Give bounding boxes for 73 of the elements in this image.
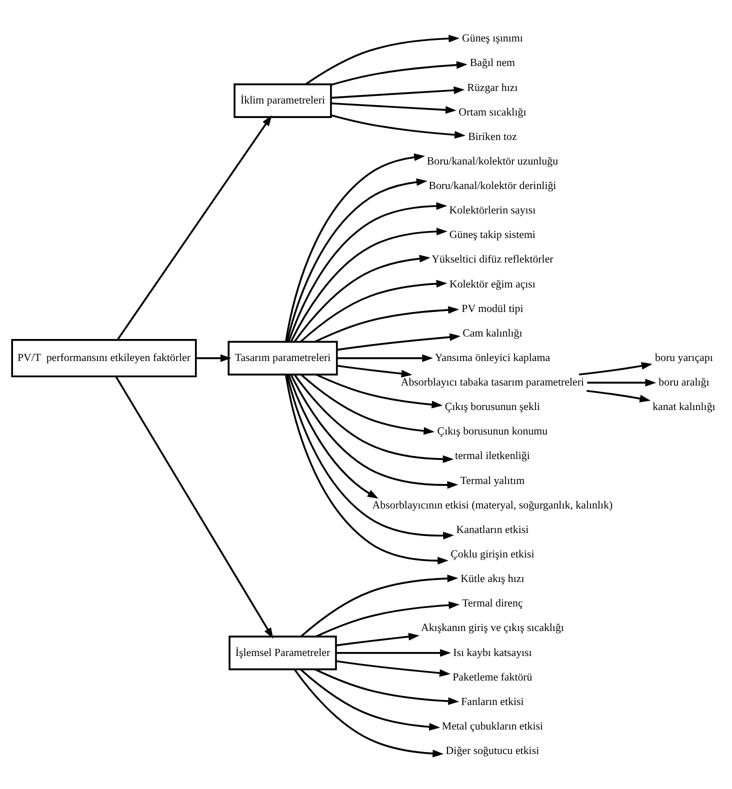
arrow (314, 306, 460, 342)
node-text: Absorblayıcı tabaka tasarım parametreleri (400, 376, 584, 388)
arrow (196, 354, 232, 362)
node-box: İklim parametreleri (234, 82, 332, 118)
arrow (286, 178, 428, 342)
arrow (290, 227, 448, 342)
node-text: PV modül tipi (462, 302, 524, 314)
node-text: Çıkış borusunun konumu (437, 425, 548, 438)
arrow (330, 114, 466, 138)
node-text: Kolektörlerin sayısı (449, 204, 536, 216)
node-text: Kütle akış hızı (460, 572, 524, 585)
arrow (331, 102, 456, 114)
arrow (578, 362, 652, 375)
arrow (586, 390, 651, 402)
node-text: Çıkış borusunun şekli (444, 400, 540, 413)
arrow (284, 152, 426, 342)
node-text: Çoklu girişin etkisi (450, 548, 534, 560)
node-text: Kolektör eğim açısı (449, 278, 536, 290)
arrow (336, 660, 450, 676)
arrow (116, 114, 272, 340)
arrow (336, 648, 451, 656)
node-box: Tasarım parametreleri (228, 340, 338, 375)
arrow (314, 668, 460, 704)
arrow (331, 86, 465, 98)
node-text: Boru/kanal/kolektör uzunluğu (426, 154, 558, 167)
node-text: Akışkanın giriş ve çıkış sıcaklığı (420, 622, 564, 634)
node-box: İşlemsel Parametreler (228, 635, 337, 670)
node-text: boru yarıçapı (655, 351, 713, 364)
arrow (294, 254, 430, 342)
arrow (300, 574, 458, 637)
node-text: Diğer soğutucu etkisi (446, 744, 540, 756)
node-text: Cam kalınlığı (462, 326, 522, 339)
node-text: Boru/kanal/kolektör derinliği (428, 180, 556, 192)
arrow (294, 374, 454, 462)
node-text: Bağıl nem (470, 56, 516, 69)
arrow (300, 668, 440, 730)
arrow (336, 332, 461, 350)
arrow (284, 374, 449, 564)
node-text: kanat kalınlığı (652, 400, 716, 413)
node-text: Güneş ışınımı (462, 32, 523, 44)
node-text: Metal çubukların etkisi (442, 720, 544, 732)
node-text: Isı kaybı katsayısı (453, 646, 532, 658)
node-text: Biriken toz (468, 130, 517, 142)
node-text: Rüzgar hızı (467, 81, 518, 94)
node-text: boru aralığı (658, 376, 710, 388)
node-text: Termal direnç (462, 597, 523, 610)
node-text: termal iletkenliği (455, 450, 530, 462)
arrow (300, 374, 435, 434)
arrow (330, 60, 468, 86)
arrow (286, 374, 454, 539)
node-text: Ortam sıcaklığı (458, 106, 526, 118)
node-text: Kanatların etkisi (456, 523, 529, 536)
node-box: PV/T performansını etkileyen faktörler (11, 338, 197, 377)
arrow (290, 374, 458, 488)
node-text: Absorblayıcının etkisi (materyal, soğurganlık, kalınlık) (372, 498, 613, 511)
node-text: Güneş takip sistemi (449, 228, 536, 241)
node-text: Fanların etkisi (461, 695, 524, 708)
node-text: Paketleme faktörü (452, 670, 532, 683)
node-text: Termal yalıtım (460, 474, 525, 486)
arrow (300, 279, 448, 342)
arrow (316, 600, 460, 637)
node-text: Yükseltici difüz reflektörler (432, 253, 554, 266)
arrow (336, 354, 434, 362)
arrow (336, 364, 412, 377)
arrow (288, 202, 448, 342)
arrow (587, 378, 656, 386)
arrow (336, 632, 420, 646)
arrow (305, 34, 460, 84)
node-text: Yansıma önleyici kaplama (434, 351, 550, 364)
arrow (294, 668, 444, 757)
arrow (288, 374, 378, 498)
arrow (115, 376, 274, 638)
arrow (316, 373, 443, 408)
